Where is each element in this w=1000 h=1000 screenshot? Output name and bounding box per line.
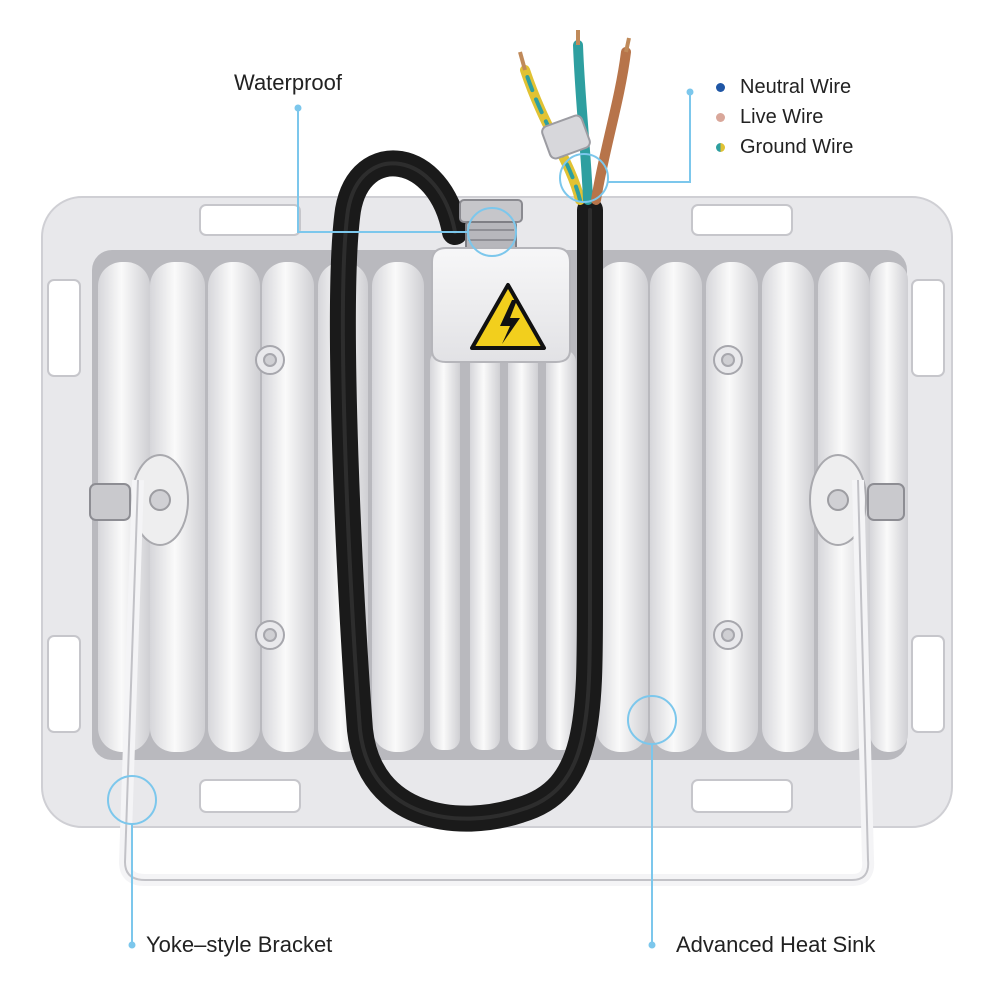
cable-gland — [459, 199, 523, 251]
junction-box — [431, 247, 571, 363]
legend-item-neutral: Neutral Wire — [716, 72, 853, 102]
legend-label: Live Wire — [740, 105, 824, 128]
wire-bundle — [518, 30, 631, 205]
mounting-slots — [47, 204, 945, 813]
neutral-wire-dot-icon — [716, 82, 725, 92]
callout-heat-sink: Advanced Heat Sink — [676, 932, 876, 957]
legend-item-live: Live Wire — [716, 102, 853, 132]
legend-item-ground: Ground Wire — [716, 132, 853, 162]
legend-label: Neutral Wire — [740, 75, 852, 98]
fin-bosses — [255, 345, 743, 650]
live-wire-dot-icon — [716, 112, 725, 122]
legend-label: Ground Wire — [740, 135, 854, 158]
callout-markers — [107, 88, 694, 949]
wire-legend: Neutral Wire Live Wire Ground Wire — [716, 72, 853, 162]
pivot-right — [809, 454, 905, 546]
callout-waterproof: Waterproof — [234, 70, 343, 95]
callout-yoke-bracket: Yoke–style Bracket — [146, 932, 333, 957]
ground-wire-dot-icon — [716, 142, 725, 152]
